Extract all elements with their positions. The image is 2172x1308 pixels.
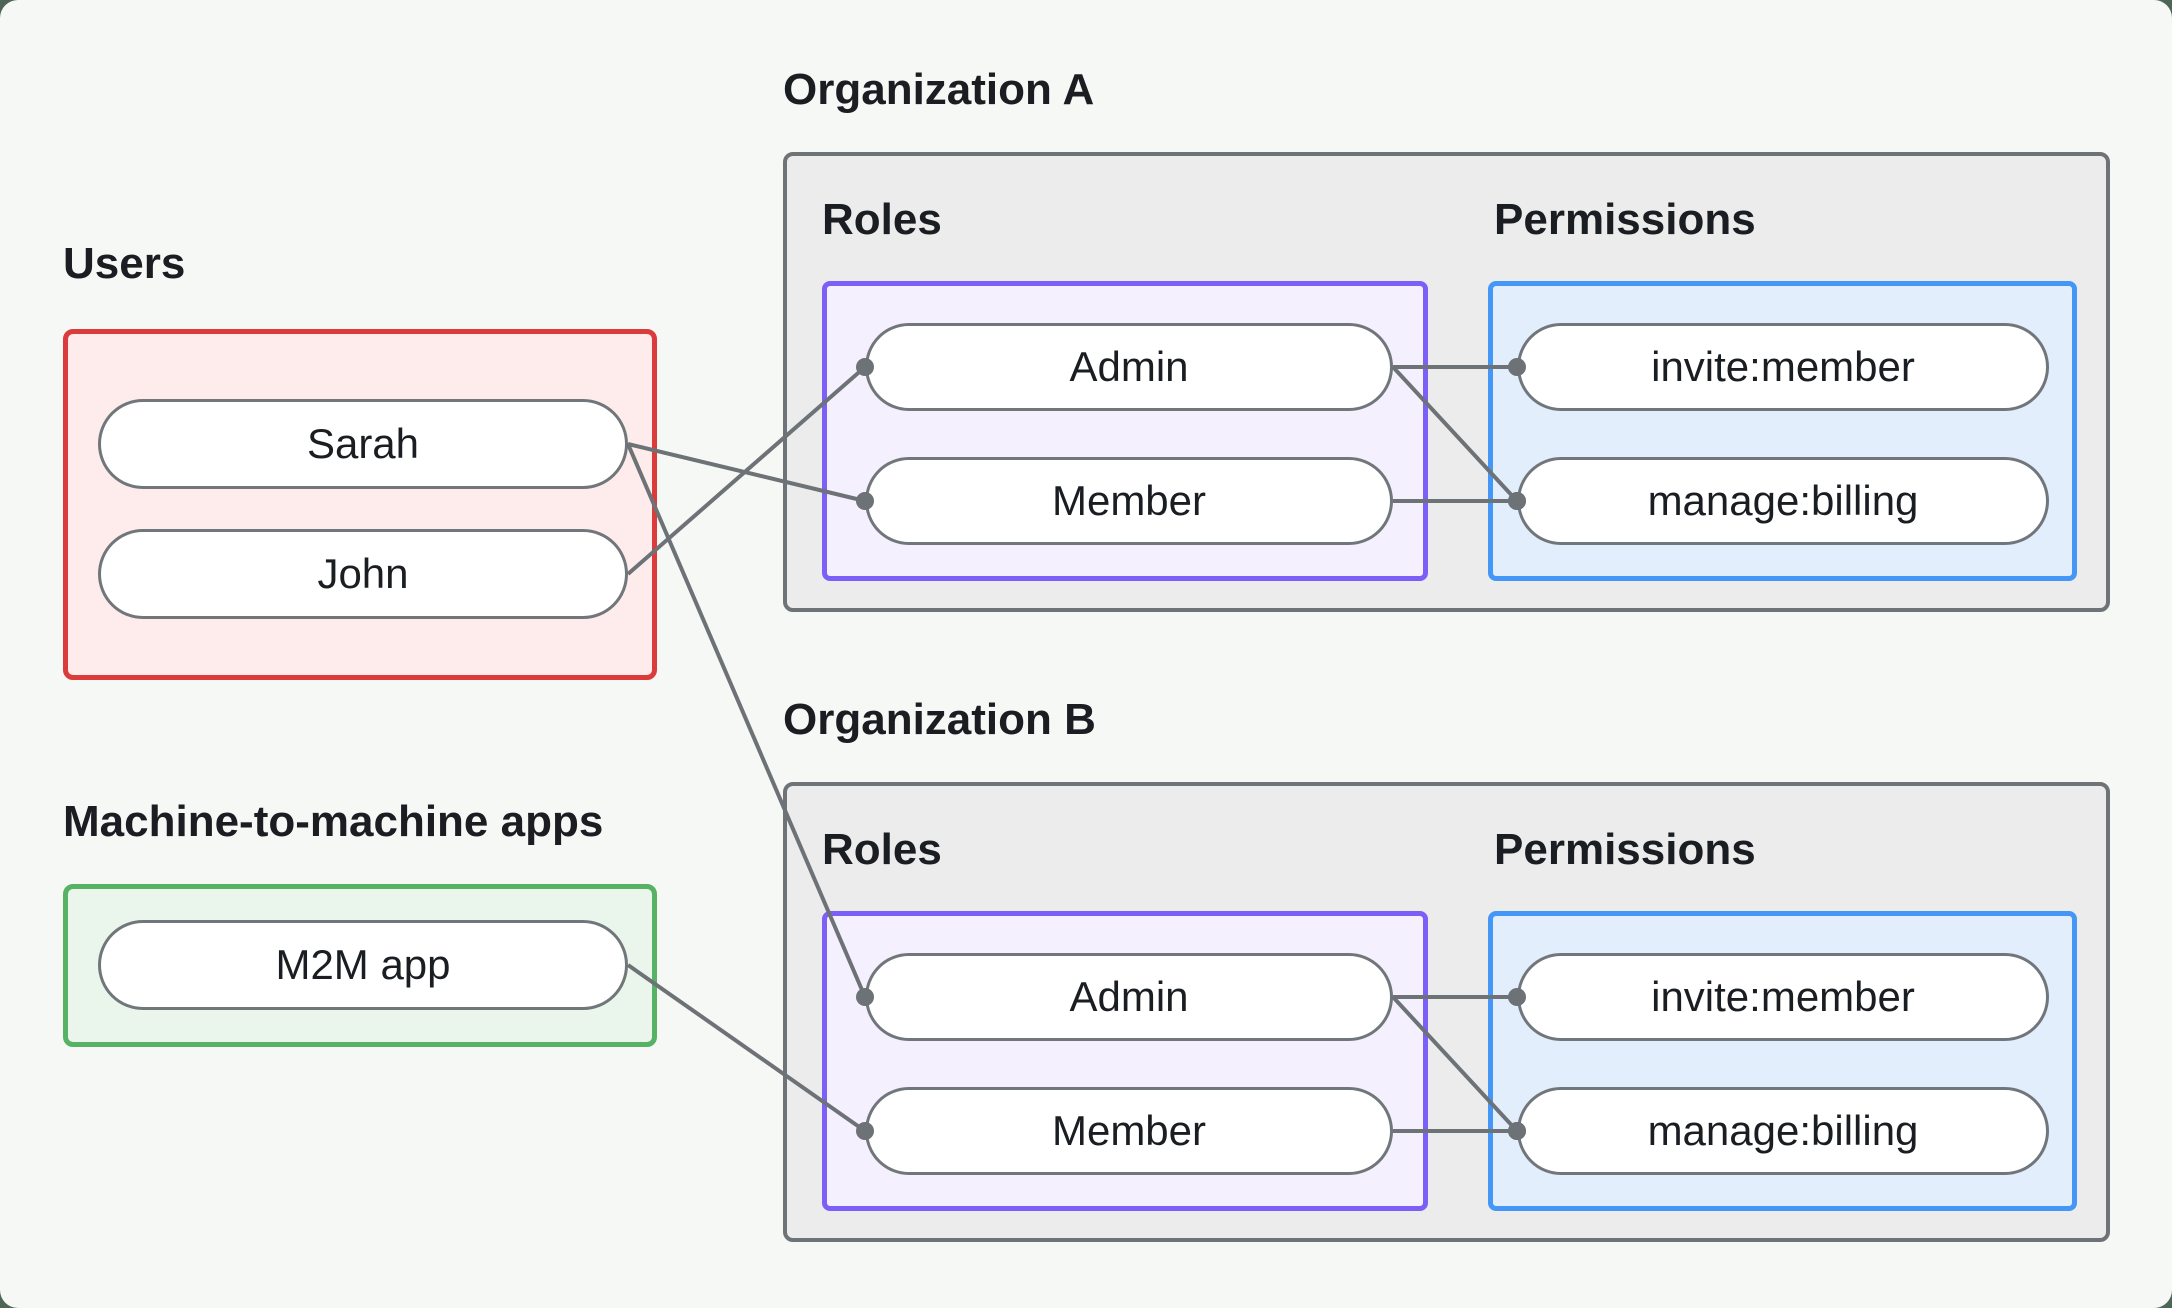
node-user-john: John xyxy=(98,529,628,619)
users-group-box: Sarah John xyxy=(63,329,657,680)
node-m2m-app: M2M app xyxy=(98,920,628,1010)
node-org-b-role-member: Member xyxy=(865,1087,1393,1175)
node-label: Sarah xyxy=(306,420,420,467)
node-label: Admin xyxy=(1069,973,1189,1020)
org-b-container: Roles Permissions Admin Member invite:me… xyxy=(783,782,2110,1242)
node-label: M2M app xyxy=(275,941,451,988)
node-org-b-perm-invite: invite:member xyxy=(1517,953,2049,1041)
org-a-permissions-title: Permissions xyxy=(1494,195,1756,244)
m2m-group-title: Machine-to-machine apps xyxy=(63,797,604,846)
org-b-title: Organization B xyxy=(783,695,1096,744)
org-b-roles-title: Roles xyxy=(822,825,942,874)
node-org-b-role-admin: Admin xyxy=(865,953,1393,1041)
node-label: manage:billing xyxy=(1647,477,1919,524)
org-b-roles-box: Admin Member xyxy=(822,911,1428,1211)
node-label: manage:billing xyxy=(1647,1107,1919,1154)
node-org-b-perm-billing: manage:billing xyxy=(1517,1087,2049,1175)
node-label: invite:member xyxy=(1651,343,1915,390)
org-b-permissions-title: Permissions xyxy=(1494,825,1756,874)
org-a-permissions-box: invite:member manage:billing xyxy=(1488,281,2077,581)
node-org-a-perm-billing: manage:billing xyxy=(1517,457,2049,545)
m2m-group-box: M2M app xyxy=(63,884,657,1047)
node-label: John xyxy=(317,550,409,597)
users-group-title: Users xyxy=(63,239,186,288)
node-label: Admin xyxy=(1069,343,1189,390)
node-label: Member xyxy=(1051,1107,1207,1154)
org-a-roles-box: Admin Member xyxy=(822,281,1428,581)
node-org-a-role-admin: Admin xyxy=(865,323,1393,411)
org-a-container: Roles Permissions Admin Member invite:me… xyxy=(783,152,2110,612)
node-org-a-role-member: Member xyxy=(865,457,1393,545)
org-b-permissions-box: invite:member manage:billing xyxy=(1488,911,2077,1211)
org-a-roles-title: Roles xyxy=(822,195,942,244)
node-user-sarah: Sarah xyxy=(98,399,628,489)
node-label: invite:member xyxy=(1651,973,1915,1020)
node-label: Member xyxy=(1051,477,1207,524)
node-org-a-perm-invite: invite:member xyxy=(1517,323,2049,411)
org-a-title: Organization A xyxy=(783,65,1095,114)
